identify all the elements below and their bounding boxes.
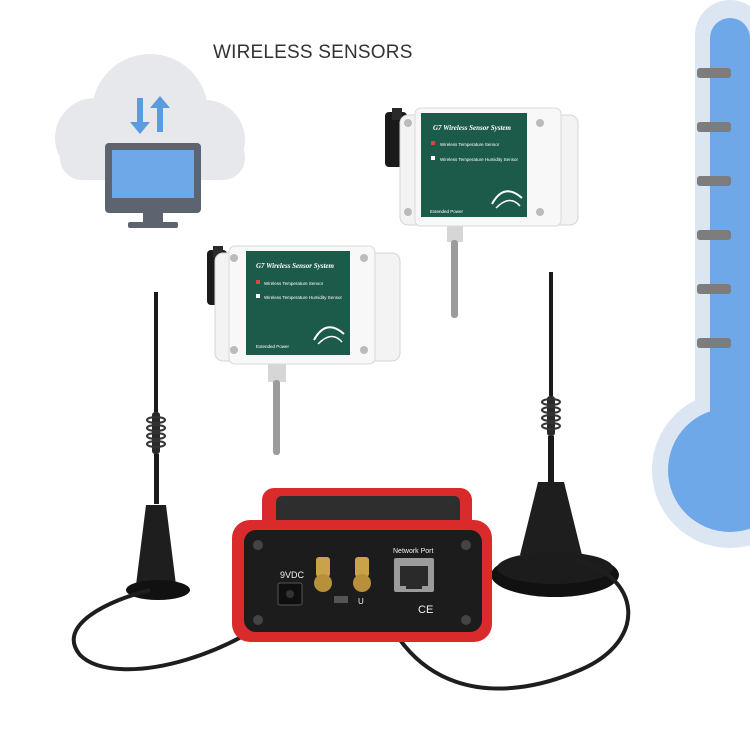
- sensor-box-front-option-1: Wireless Temperature Sensor: [264, 281, 324, 286]
- gateway-power-label: 9VDC: [280, 570, 305, 580]
- gateway-network-port-label: Network Port: [393, 548, 434, 555]
- sensor-box-back-footer: Extended Power: [430, 209, 464, 214]
- sensor-box-front: G7 Wireless Sensor System Wireless Tempe…: [207, 245, 401, 455]
- sync-arrows-icon: [130, 96, 170, 134]
- antenna-icon: [126, 292, 190, 600]
- sensor-box-back-option-1: Wireless Temperature Sensor: [440, 142, 500, 147]
- headline: WIRELESS SENSORS: [213, 42, 413, 63]
- gateway-device: 9VDC U Network Port CE: [232, 488, 492, 642]
- sensor-box-back-option-2: Wireless Temperature Humidity Sensor: [440, 157, 518, 162]
- gateway-ce-mark: CE: [418, 604, 433, 616]
- gateway-usb-label: U: [358, 597, 364, 606]
- sensor-box-front-option-2: Wireless Temperature Humidity Sensor: [264, 295, 342, 300]
- sensor-box-front-title: G7 Wireless Sensor System: [256, 262, 335, 270]
- monitor-icon: [105, 143, 201, 228]
- antenna-icon: [491, 272, 619, 597]
- sensor-box-front-footer: Extended Power: [256, 344, 290, 349]
- sensor-box-back-title: G7 Wireless Sensor System: [433, 124, 512, 132]
- thermometer-icon: [652, 0, 750, 548]
- sensor-box-back: G7 Wireless Sensor System Wireless Tempe…: [385, 107, 579, 318]
